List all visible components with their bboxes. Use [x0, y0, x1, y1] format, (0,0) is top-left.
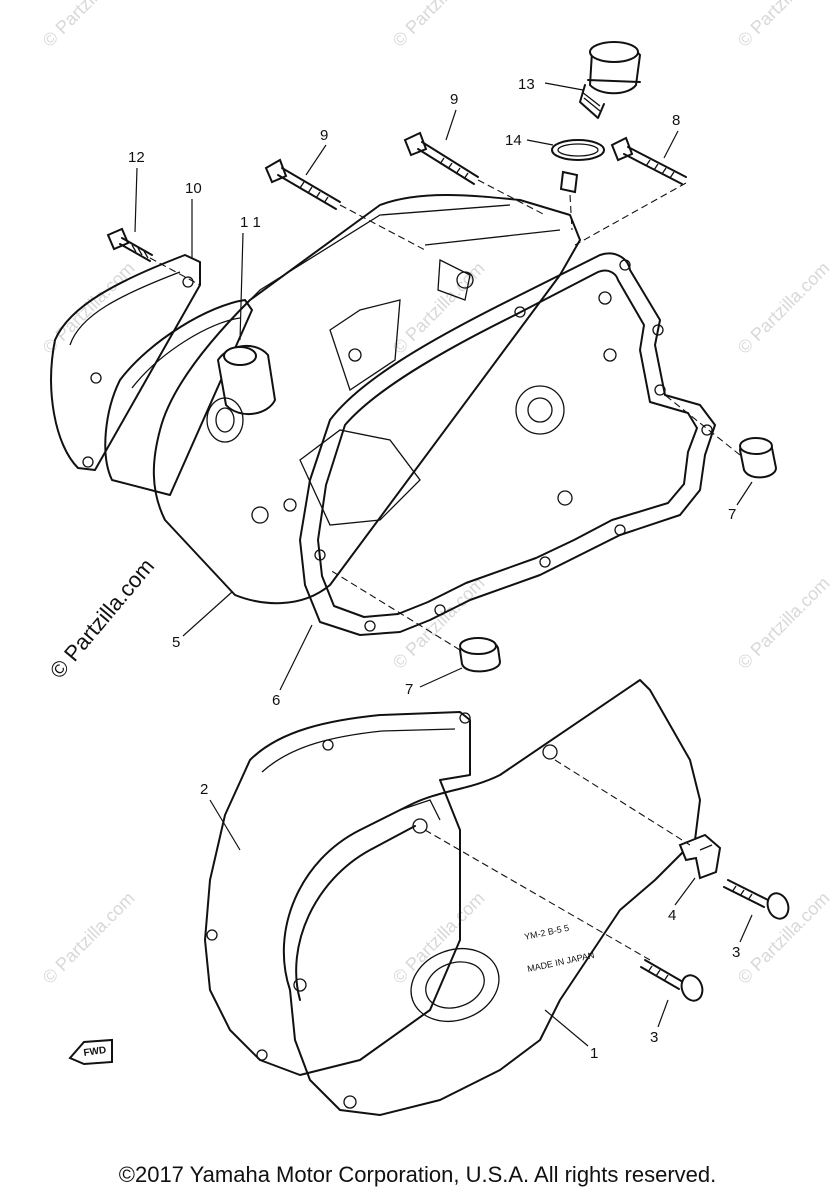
watermark: © Partzilla.com: [734, 0, 834, 51]
callout-2: 2: [200, 781, 208, 798]
part-8-bolt: [610, 136, 687, 185]
watermark: © Partzilla.com: [734, 573, 834, 673]
part-12-bolt: [106, 227, 153, 262]
callout-8: 8: [672, 112, 680, 129]
watermark: © Partzilla.com: [39, 0, 139, 51]
watermark: © Partzilla.com: [389, 888, 489, 988]
part-3-bolt-lower: [640, 959, 704, 1002]
part-9-bolt-right: [403, 131, 479, 185]
part-6-main-gasket: [299, 252, 716, 636]
part-13-filler-cap: [579, 41, 642, 119]
part-2-outer-gasket: [204, 711, 471, 1076]
part-10-left-cover: [50, 254, 201, 471]
fwd-label: FWD: [83, 1045, 107, 1059]
callout-4: 4: [668, 907, 676, 924]
filler-neck-stub: [559, 170, 579, 194]
watermark: © Partzilla.com: [389, 0, 489, 51]
watermark-large: © Partzilla.com: [45, 554, 159, 684]
callout-13: 13: [518, 76, 535, 93]
callout-6: 6: [272, 692, 280, 709]
callout-3: 3: [650, 1029, 658, 1046]
cover-stamp-text: YM-2 B-5 5: [523, 923, 570, 942]
callout-14: 14: [505, 132, 522, 149]
part-7-dowel-bottom: [458, 637, 502, 673]
alignment-lines-upper: [149, 179, 741, 651]
callout-9: 9: [450, 91, 458, 108]
watermark: © Partzilla.com: [39, 888, 139, 988]
callout-10: 10: [185, 180, 202, 197]
callout-12: 12: [128, 149, 145, 166]
part-14-o-ring: [551, 139, 605, 161]
callout-9: 9: [320, 127, 328, 144]
part-1-outer-cover: YM-2 B-5 5 MADE IN JAPAN: [282, 679, 701, 1116]
callouts: 13 9 9 14 8 12 10 1 1 7 5 6 7 2 4 3 3 1: [128, 76, 753, 1062]
watermark-grid: © Partzilla.com © Partzilla.com © Partzi…: [39, 0, 834, 988]
callout-7: 7: [728, 506, 736, 523]
part-5-crankcase-cover: [152, 194, 617, 605]
copyright-footer: ©2017 Yamaha Motor Corporation, U.S.A. A…: [118, 1162, 717, 1187]
fwd-arrow-icon: FWD: [68, 1038, 113, 1066]
callout-3: 3: [732, 944, 740, 961]
callout-5: 5: [172, 634, 180, 651]
callout-1: 1: [590, 1045, 598, 1062]
part-9-bolt-left: [264, 158, 341, 210]
part-4-clamp: [678, 833, 722, 880]
part-7-dowel-right: [738, 437, 778, 479]
callout-11: 1 1: [240, 214, 261, 231]
watermark: © Partzilla.com: [734, 258, 834, 358]
part-3-bolt-upper: [723, 879, 790, 920]
alignment-lines-lower: [424, 759, 691, 961]
callout-7: 7: [405, 681, 413, 698]
